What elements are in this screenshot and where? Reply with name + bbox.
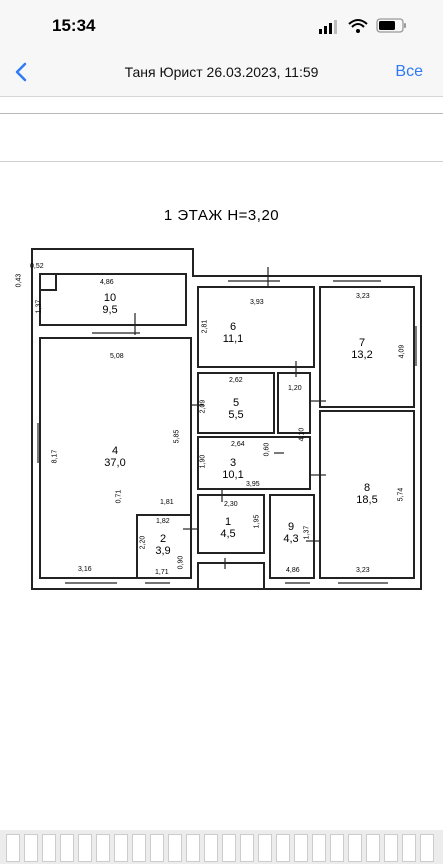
- dimension-label: 0,71: [115, 489, 123, 504]
- battery-icon: [376, 18, 406, 33]
- all-button[interactable]: Все: [395, 63, 423, 80]
- page-thumbnail[interactable]: [420, 834, 434, 862]
- dimension-label: 8,17: [51, 449, 59, 464]
- signal-icon: [319, 20, 337, 34]
- dimension-label: 3,23: [356, 293, 370, 300]
- page-thumbnail[interactable]: [186, 834, 200, 862]
- dimension-label: 1,37: [35, 299, 43, 314]
- status-time: 15:34: [52, 16, 96, 35]
- dimension-label: 3,23: [356, 567, 370, 574]
- dimension-label: 2,64: [231, 441, 245, 448]
- dimension-label: 2,62: [229, 377, 243, 384]
- dimension-label: 4,86: [286, 567, 300, 574]
- page-thumbnail[interactable]: [150, 834, 164, 862]
- page-thumbnail[interactable]: [204, 834, 218, 862]
- floor-title: 1 ЭТАЖ H=3,20: [163, 207, 280, 224]
- page-thumbnail[interactable]: [312, 834, 326, 862]
- status-bar: 15:34: [0, 0, 443, 50]
- thumbnail-strip[interactable]: [0, 830, 443, 864]
- page-thumbnail[interactable]: [348, 834, 362, 862]
- chevron-left-icon[interactable]: [8, 58, 36, 86]
- page-thumbnail[interactable]: [42, 834, 56, 862]
- dimension-label: 2,81: [201, 319, 209, 334]
- page-thumbnail[interactable]: [366, 834, 380, 862]
- dimension-label: 2,20: [139, 535, 147, 550]
- dimension-label: 5,08: [110, 353, 124, 360]
- page-thumbnail[interactable]: [168, 834, 182, 862]
- dimension-label: 3,95: [246, 481, 260, 488]
- page-thumbnail[interactable]: [402, 834, 416, 862]
- page-thumbnail[interactable]: [60, 834, 74, 862]
- page-thumbnail[interactable]: [258, 834, 272, 862]
- dimension-label: 1,37: [303, 525, 311, 540]
- dimension-label: 1,20: [288, 385, 302, 392]
- page-thumbnail[interactable]: [96, 834, 110, 862]
- page-thumbnail[interactable]: [24, 834, 38, 862]
- dimension-label: 1,82: [156, 518, 170, 525]
- floor-plan: [31, 248, 422, 590]
- dimension-label: 5,85: [173, 429, 181, 444]
- dimension-label: 0,52: [30, 263, 44, 270]
- page-thumbnail[interactable]: [222, 834, 236, 862]
- dimension-label: 4,10: [298, 427, 306, 442]
- nav-bar: Таня Юрист 26.03.2023, 11:59 Все: [0, 50, 443, 97]
- dimension-label: 1,81: [160, 499, 174, 506]
- page-thumbnail[interactable]: [294, 834, 308, 862]
- page-thumbnail[interactable]: [6, 834, 20, 862]
- status-icons: [319, 18, 406, 34]
- page-thumbnail[interactable]: [330, 834, 344, 862]
- page-thumbnail[interactable]: [114, 834, 128, 862]
- dimension-label: 1,95: [253, 514, 261, 529]
- dimension-label: 2,09: [199, 399, 207, 414]
- page-thumbnail[interactable]: [384, 834, 398, 862]
- nav-title: Таня Юрист 26.03.2023, 11:59: [124, 64, 319, 80]
- dimension-label: 3,93: [250, 299, 264, 306]
- page-thumbnail[interactable]: [276, 834, 290, 862]
- dimension-label: 1,90: [199, 454, 207, 469]
- page-thumbnail[interactable]: [132, 834, 146, 862]
- dimension-label: 0,43: [15, 273, 23, 288]
- dimension-label: 0,60: [263, 442, 271, 457]
- divider: [0, 161, 443, 162]
- dimension-label: 5,74: [397, 487, 405, 502]
- dimension-label: 1,71: [155, 569, 169, 576]
- document-view[interactable]: 1 ЭТАЖ H=3,20: [0, 163, 443, 823]
- dimension-label: 0,90: [177, 555, 185, 570]
- dimension-label: 4,86: [100, 279, 114, 286]
- dimension-label: 2,30: [224, 501, 238, 508]
- divider: [0, 113, 443, 114]
- page-thumbnail[interactable]: [240, 834, 254, 862]
- dimension-label: 4,09: [398, 344, 406, 359]
- page-thumbnail[interactable]: [78, 834, 92, 862]
- wifi-icon: [348, 19, 368, 33]
- separator-area: [0, 97, 443, 163]
- dimension-label: 3,16: [78, 566, 92, 573]
